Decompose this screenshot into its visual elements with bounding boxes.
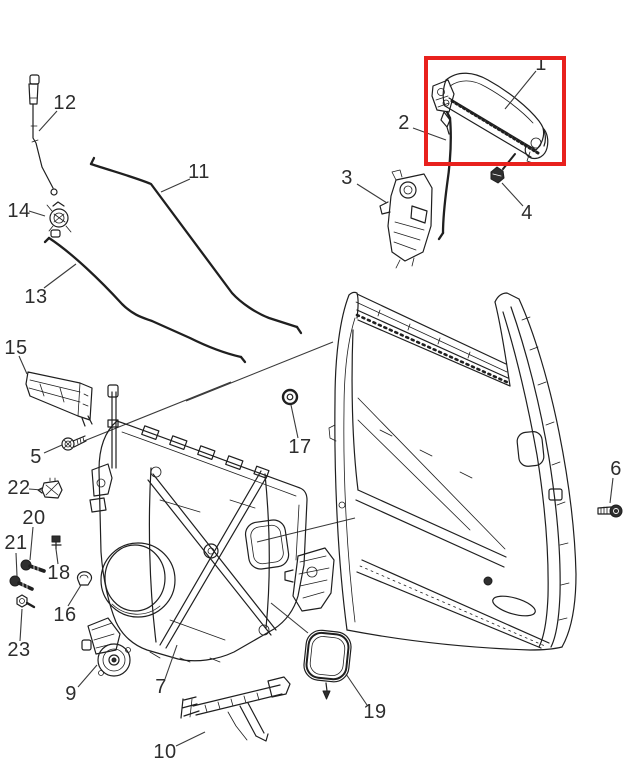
part-1-exterior-door-handle[interactable] [431,72,549,164]
part-18-stud[interactable] [51,535,62,550]
callout-6[interactable]: 6 [610,458,622,480]
callout-23[interactable]: 23 [7,639,31,661]
part-13-latch-rod[interactable] [43,236,247,364]
part-12-lock-knob-rod[interactable] [28,74,58,196]
callout-leader-lines [15,70,614,747]
callout-2[interactable]: 2 [398,112,410,134]
part-4-clip-nut[interactable] [490,153,516,184]
part-19-gasket[interactable] [303,629,353,700]
callout-18[interactable]: 18 [47,562,71,584]
part-21-bolt[interactable] [9,575,34,591]
callout-11[interactable]: 11 [188,161,210,183]
callout-14[interactable]: 14 [7,200,31,222]
highlight-box-part-1 [424,56,566,166]
callout-15[interactable]: 15 [4,337,28,359]
callout-7[interactable]: 7 [155,676,167,698]
callout-12[interactable]: 12 [53,92,77,114]
part-11-latch-rod[interactable] [89,156,303,335]
callout-17[interactable]: 17 [288,436,312,458]
callout-4[interactable]: 4 [521,202,533,224]
callout-5[interactable]: 5 [30,446,42,468]
callout-1[interactable]: 1 [535,53,547,75]
part-14-rod-clip[interactable] [46,201,72,238]
callout-3[interactable]: 3 [341,167,353,189]
part-2-handle-link-rod[interactable] [437,110,452,241]
callout-10[interactable]: 10 [153,741,177,763]
callout-13[interactable]: 13 [24,286,48,308]
assembly-reference-lines [83,341,356,634]
part-15-inside-handle[interactable] [25,371,93,427]
part-7-door-module[interactable] [89,384,335,663]
callout-20[interactable]: 20 [22,507,46,529]
callout-9[interactable]: 9 [65,683,77,705]
part-10-bracket[interactable] [180,676,291,742]
callout-22[interactable]: 22 [7,477,31,499]
part-17-grommet[interactable] [281,388,299,406]
callout-21[interactable]: 21 [4,532,28,554]
part-20-bolt[interactable] [20,559,46,573]
part-23-nut[interactable] [16,594,36,609]
part-5-screw[interactable] [61,435,87,451]
part-22-clip[interactable] [37,477,63,499]
part-16-grommet[interactable] [76,571,93,586]
part-6-bolt[interactable] [597,504,623,518]
door-shell[interactable] [328,291,577,651]
callout-16[interactable]: 16 [53,604,77,626]
callout-19[interactable]: 19 [363,701,387,723]
part-3-door-latch[interactable] [379,169,433,269]
part-9-window-motor[interactable] [81,617,131,677]
